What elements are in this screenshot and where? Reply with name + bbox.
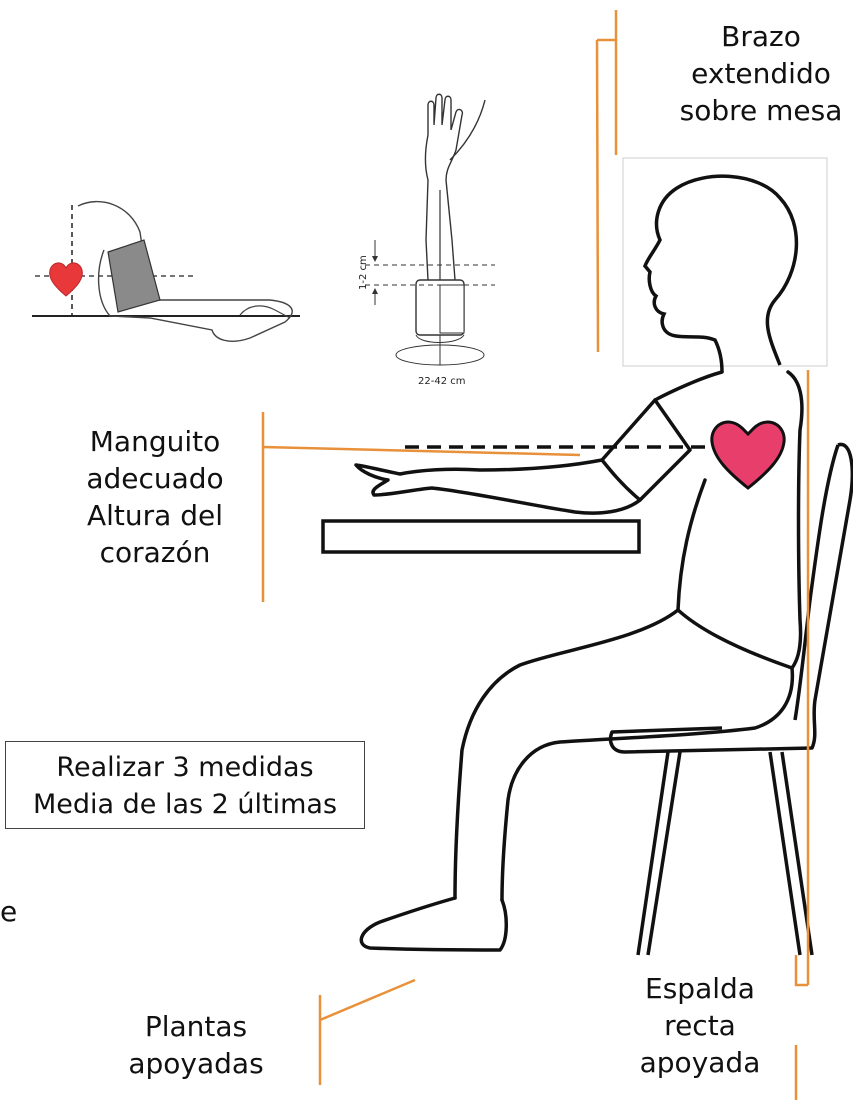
bracket-plantas xyxy=(318,978,416,1085)
label-edge-letter: e xyxy=(0,895,18,928)
label-brazo-line3: sobre mesa xyxy=(679,94,843,127)
bracket-espalda xyxy=(794,370,810,1100)
inset-arm-measure: 1-2 cm 22-42 cm xyxy=(358,93,495,387)
bracket-manguito xyxy=(261,412,581,602)
inset-heart-icon xyxy=(49,262,83,297)
heart-icon xyxy=(710,420,786,490)
label-plantas-line2: apoyadas xyxy=(128,1047,264,1080)
label-brazo-line2: extendido xyxy=(691,57,831,90)
label-manguito-line1: Manguito xyxy=(89,425,221,458)
note-line1: Realizar 3 medidas xyxy=(56,752,314,783)
label-manguito-line3: Altura del xyxy=(86,499,223,532)
seated-person xyxy=(354,370,804,952)
inset-arm-heart xyxy=(32,200,300,342)
inset-cuff xyxy=(107,239,161,313)
label-manguito-line4: corazón xyxy=(99,536,211,569)
label-plantas: Plantas apoyadas xyxy=(112,1008,280,1082)
note-line2: Media de las 2 últimas xyxy=(32,789,338,820)
label-plantas-line1: Plantas xyxy=(144,1010,248,1043)
measurement-note-box: Realizar 3 medidas Media de las 2 última… xyxy=(5,741,365,829)
label-espalda-line1: Espalda xyxy=(645,972,755,1005)
circumference-label: 22-42 cm xyxy=(418,376,465,387)
table xyxy=(321,519,641,554)
label-brazo: Brazo extendido sobre mesa xyxy=(672,18,850,129)
label-espalda-line3: apoyada xyxy=(639,1046,761,1079)
head-frame xyxy=(622,157,828,367)
label-brackets xyxy=(261,10,810,1100)
head-outline xyxy=(643,174,799,373)
gap-measure-label: 1-2 cm xyxy=(358,255,369,290)
label-manguito: Manguito adecuado Altura del corazón xyxy=(55,423,255,571)
chair xyxy=(608,442,853,956)
bracket-brazo xyxy=(595,10,618,353)
label-espalda: Espalda recta apoyada xyxy=(620,970,780,1081)
label-manguito-line2: adecuado xyxy=(86,462,224,495)
label-brazo-line1: Brazo xyxy=(721,20,801,53)
label-espalda-line2: recta xyxy=(664,1009,736,1042)
